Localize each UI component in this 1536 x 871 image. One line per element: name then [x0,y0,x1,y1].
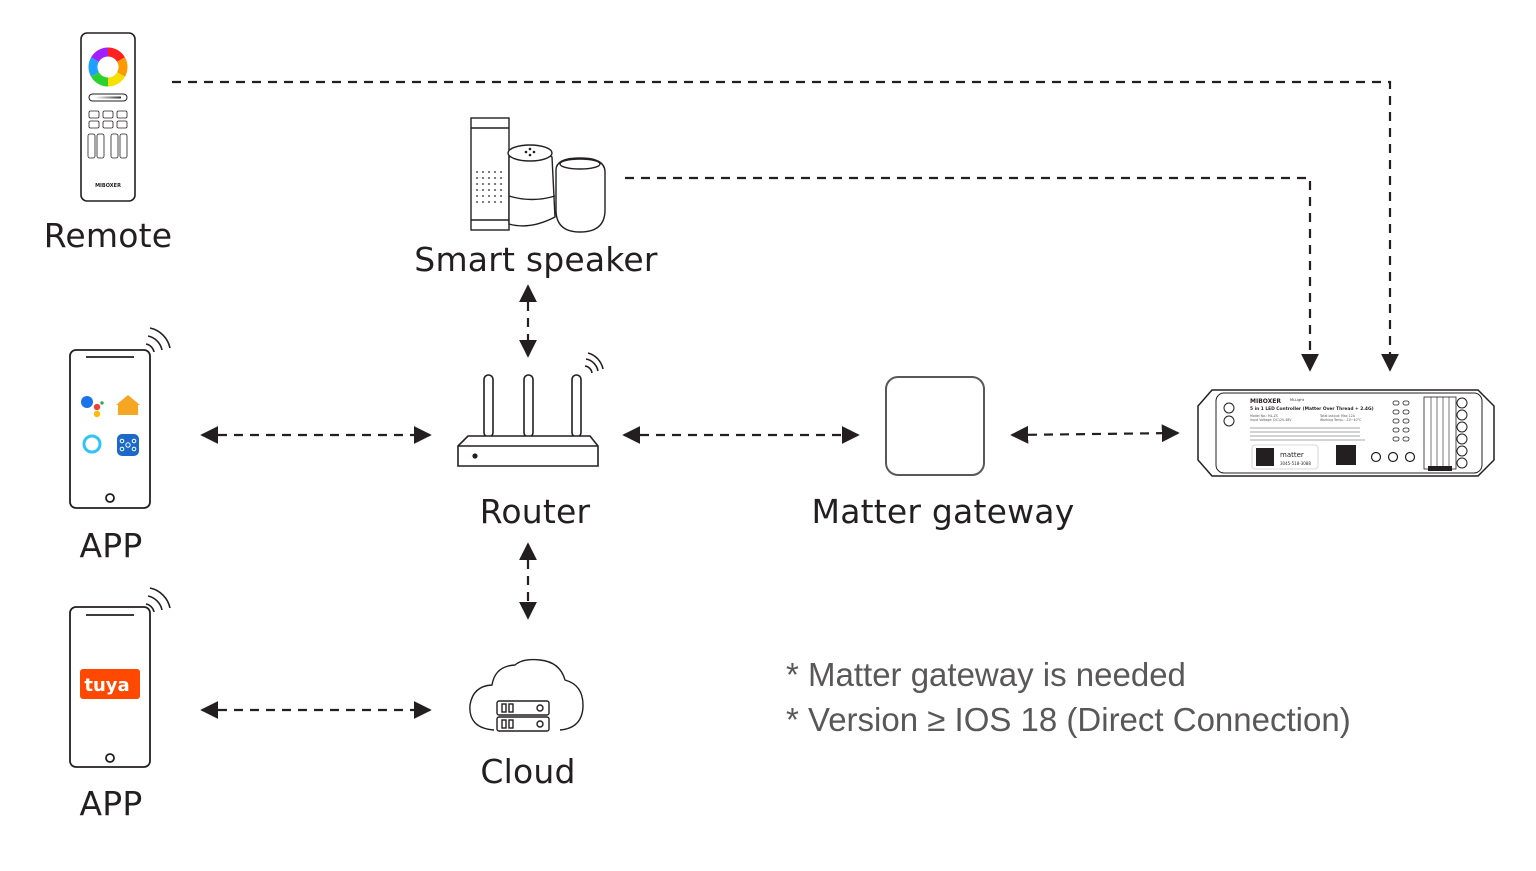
svg-text:5 in 1 LED Controller (Matter: 5 in 1 LED Controller (Matter Over Threa… [1250,406,1374,412]
phone-voice-apps-icon [69,327,171,509]
router-label: Router [479,492,591,531]
smart-speaker-label: Smart speaker [414,240,658,279]
matter-gateway-label: Matter gateway [811,492,1075,531]
svg-text:Working Temp.: -10~40°C: Working Temp.: -10~40°C [1320,418,1362,422]
wifi-signal-icon [145,587,171,613]
svg-text:matter: matter [1280,451,1304,459]
alexa-icon [82,434,102,454]
note-matter-gateway: * Matter gateway is needed [786,656,1186,693]
svg-text:MIBOXER: MIBOXER [95,183,121,189]
smart-speaker-icon [470,117,606,233]
edge-speaker-to-controller [625,176,1319,372]
svg-text:Model No.: ML-ZS: Model No.: ML-ZS [1250,414,1278,418]
app-tuya-label: APP [79,784,143,823]
svg-text:Mi-Light: Mi-Light [1290,398,1305,402]
edge-remote-to-controller [172,80,1399,372]
wifi-signal-icon [145,327,171,353]
qr-code-icon [1256,448,1274,466]
led-controller-device: MIBOXER Mi-Light 5 in 1 LED Controller (… [1197,389,1495,477]
router-icon [457,352,604,467]
qr-code-icon [1336,445,1356,465]
cloud-server-icon [469,658,584,732]
remote-label: Remote [43,216,173,255]
svg-text:MIBOXER: MIBOXER [1250,398,1281,405]
svg-text:Input Voltage: DC12V-48V: Input Voltage: DC12V-48V [1250,418,1292,422]
phone-tuya-app-icon: tuya [69,587,171,768]
note-ios-version: * Version ≥ IOS 18 (Direct Connection) [786,701,1351,738]
tuya-logo [80,669,140,699]
svg-text:Total output: Max 12A: Total output: Max 12A [1319,414,1356,418]
svg-text:tuya: tuya [84,675,129,696]
apple-home-icon [116,395,140,415]
svg-text:3045-518-3088: 3045-518-3088 [1280,461,1311,466]
remote-icon: MIBOXER [80,32,136,202]
app-voice-label: APP [79,526,143,565]
google-assistant-icon [81,396,104,418]
matter-gateway-icon [885,376,985,476]
edge-gateway-controller [1010,424,1180,444]
cloud-label: Cloud [480,752,576,791]
